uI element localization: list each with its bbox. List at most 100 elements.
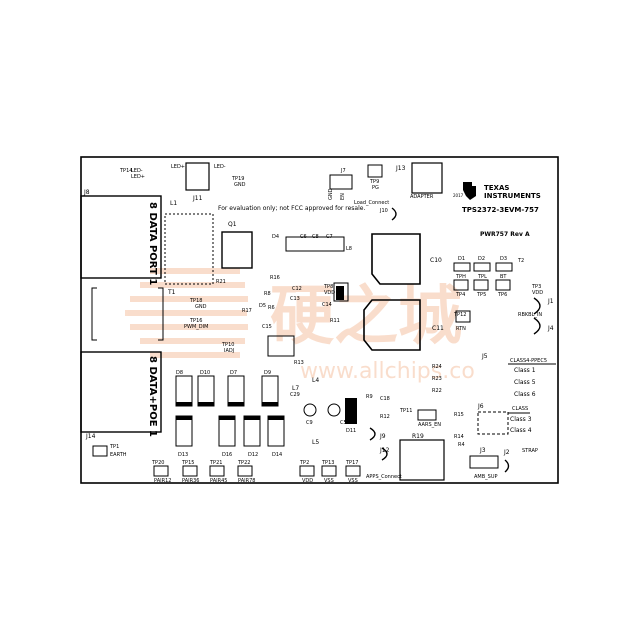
label-c5: C5 [340, 420, 347, 426]
label-tp22: TP22 [237, 460, 250, 466]
label-aars-en: AARS_EN [418, 422, 441, 428]
brand-line2: INSTRUMENTS [484, 192, 541, 200]
label-d5: D5 [259, 303, 266, 309]
label-j10: J10 [379, 208, 388, 214]
label-r23: R23 [432, 376, 442, 382]
diode-bars-top [176, 402, 278, 406]
diode-d2 [473, 262, 491, 272]
label-c12: C12 [292, 286, 302, 292]
transformer-t1-outline [91, 287, 164, 341]
label-r9: R9 [366, 394, 373, 400]
label-tp20: TP20 [151, 460, 164, 466]
label-earth: EARTH [110, 452, 127, 458]
label-d1: D1 [458, 256, 465, 262]
label-c11: C11 [432, 325, 444, 332]
testpoint-tp4-pad [453, 279, 469, 291]
label-pwm-dim: PWM_DIM [184, 324, 208, 330]
label-r19: R19 [412, 433, 424, 440]
testpoint-tp8-pad [333, 282, 349, 302]
label-d3: D3 [500, 256, 507, 262]
label-vss1: VSS [324, 478, 334, 484]
label-amb-sup: AMB_SUP [474, 474, 498, 480]
label-vdd: VDD [324, 290, 335, 296]
testpoint-tp9-pad [367, 164, 383, 178]
label-j5: J5 [481, 353, 488, 360]
connector-j3 [469, 455, 499, 469]
data-poe-label: 8 DATA+POE 1 [147, 356, 158, 437]
label-d16: D16 [222, 452, 232, 458]
bottom-testpoint-pads [153, 465, 361, 477]
label-c29: C29 [290, 392, 300, 398]
label-tp18: TP18 [189, 298, 202, 304]
resistor-r19 [399, 439, 445, 481]
label-tp-ch: TPH [455, 274, 466, 280]
label-j2: J2 [503, 449, 510, 456]
label-j6: J6 [477, 403, 484, 410]
label-r8: R8 [264, 291, 271, 297]
label-d8: D8 [176, 370, 183, 376]
label-c6: C6 [300, 234, 307, 240]
label-c8: C8 [312, 234, 319, 240]
label-rtn: RTN [456, 326, 466, 332]
label-gnd-j7: GND [328, 188, 334, 200]
label-c7: C7 [326, 234, 333, 240]
connector-j7 [329, 174, 353, 190]
data-port-label: 8 DATA PORT 1 [147, 202, 158, 285]
label-j4: J4 [547, 325, 554, 332]
label-r13: R13 [294, 360, 304, 366]
component-d11-body [345, 398, 357, 424]
label-d12: D12 [248, 452, 258, 458]
label-tp-ch2: TPL [477, 274, 487, 280]
label-class4: Class 4 [510, 427, 532, 434]
testpoint-tp5-pad [473, 279, 489, 291]
label-tp15: TP15 [181, 460, 194, 466]
label-tp4: TP4 [455, 292, 465, 298]
transistor-q1 [221, 231, 253, 269]
label-led-plus-2: LED+ [171, 164, 185, 170]
diode-bars-bottom [176, 416, 284, 420]
label-d11: D11 [346, 428, 356, 434]
label-class6: Class 6 [514, 391, 536, 398]
label-gnd-tp19: GND [234, 182, 246, 188]
watermark-url: www.allchips.co [300, 359, 475, 384]
label-led-minus-1: LED- [131, 168, 143, 174]
label-r11: R11 [330, 318, 340, 324]
label-tp6: TP6 [497, 292, 507, 298]
label-j13: J13 [395, 165, 406, 172]
label-class1: Class 1 [514, 367, 536, 374]
label-adapter: ADAPTER [410, 194, 434, 200]
label-c15: C15 [262, 324, 272, 330]
testpoint-tp6-pad [495, 279, 511, 291]
label-tp3: TP3 [531, 284, 541, 290]
label-tp11: TP11 [399, 408, 412, 414]
label-tp12: TP12 [453, 312, 466, 318]
label-j12: J12 [379, 447, 390, 454]
label-d13: D13 [178, 452, 188, 458]
eval-notice: For evaluation only; not FCC approved fo… [218, 205, 365, 212]
label-tp1b: TP1 [109, 444, 119, 450]
label-j1: J1 [547, 298, 554, 305]
label-j3: J3 [479, 447, 486, 454]
label-led-minus-2: LED- [214, 164, 226, 170]
inductor-l1 [164, 213, 214, 285]
diode-row-top [175, 375, 279, 407]
diode-d1 [453, 262, 471, 272]
label-d4: D4 [272, 234, 279, 240]
label-pair45: PAIR45 [210, 478, 227, 484]
label-rbkbl-in: RBKBL_IN [518, 312, 542, 318]
connector-j9-arc [369, 427, 376, 441]
label-r14: R14 [454, 434, 464, 440]
label-r12: R12 [380, 414, 390, 420]
silkscreen-labels: TP14LED-LED+LED+LED-J11TP19GNDJ7TP9PGJ13… [83, 164, 554, 484]
label-j7: J7 [340, 168, 346, 174]
label-d9: D9 [264, 370, 271, 376]
label-d7: D7 [230, 370, 237, 376]
label-tp5: TP5 [476, 292, 486, 298]
label-pair78: PAIR78 [238, 478, 255, 484]
label-r22: R22 [432, 388, 442, 394]
label-tp17: TP17 [345, 460, 358, 466]
label-q1: Q1 [228, 221, 237, 228]
connector-j2-arc [504, 459, 510, 473]
label-tp14: TP14 [119, 168, 132, 174]
label-c18: C18 [380, 396, 390, 402]
